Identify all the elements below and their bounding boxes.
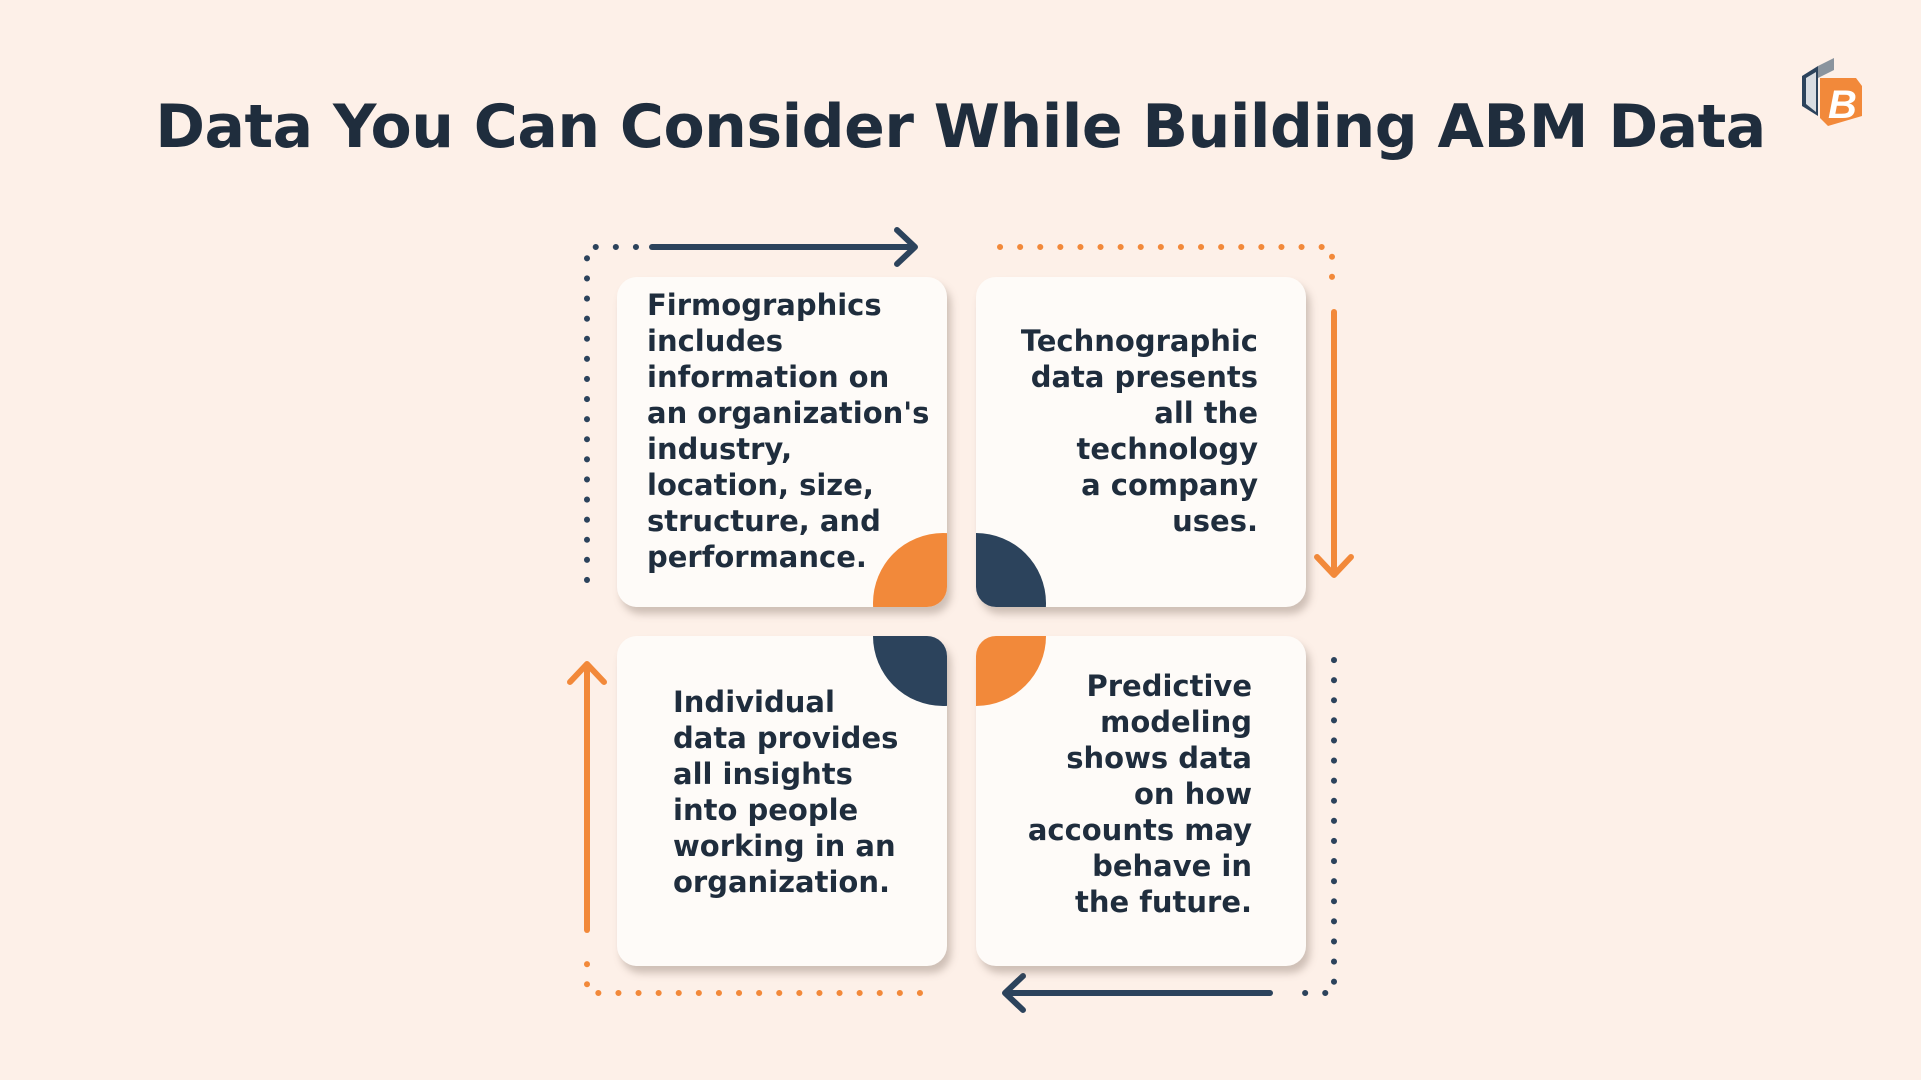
card-individual-text: Individual data provides all insights in… [673,685,899,899]
card-technographic: Technographic data presents all the tech… [976,277,1306,607]
card-technographic-text: Technographic data presents all the tech… [1020,324,1258,538]
card-predictive-text: Predictive modeling shows data on how ac… [1027,669,1252,919]
corner-quarter-circle [976,533,1046,607]
arrow-up-icon [567,661,607,933]
arrow-left-icon [1002,973,1273,1013]
card-individual: Individual data provides all insights in… [617,636,947,966]
bottom-left-dotted-path [584,947,923,996]
bottom-right-dotted-path [1287,657,1337,996]
page-title: Data You Can Consider While Building ABM… [155,92,1766,162]
card-predictive: Predictive modeling shows data on how ac… [976,636,1306,966]
card-firmographics: Firmographics includes information on an… [617,277,947,607]
top-right-dotted-path [997,244,1335,293]
arrow-right-icon [649,227,918,267]
company-logo: B [1802,58,1862,127]
card-firmographics-text: Firmographics includes information on an… [647,288,930,574]
svg-text:B: B [1828,83,1857,127]
arrow-down-icon [1314,309,1354,578]
